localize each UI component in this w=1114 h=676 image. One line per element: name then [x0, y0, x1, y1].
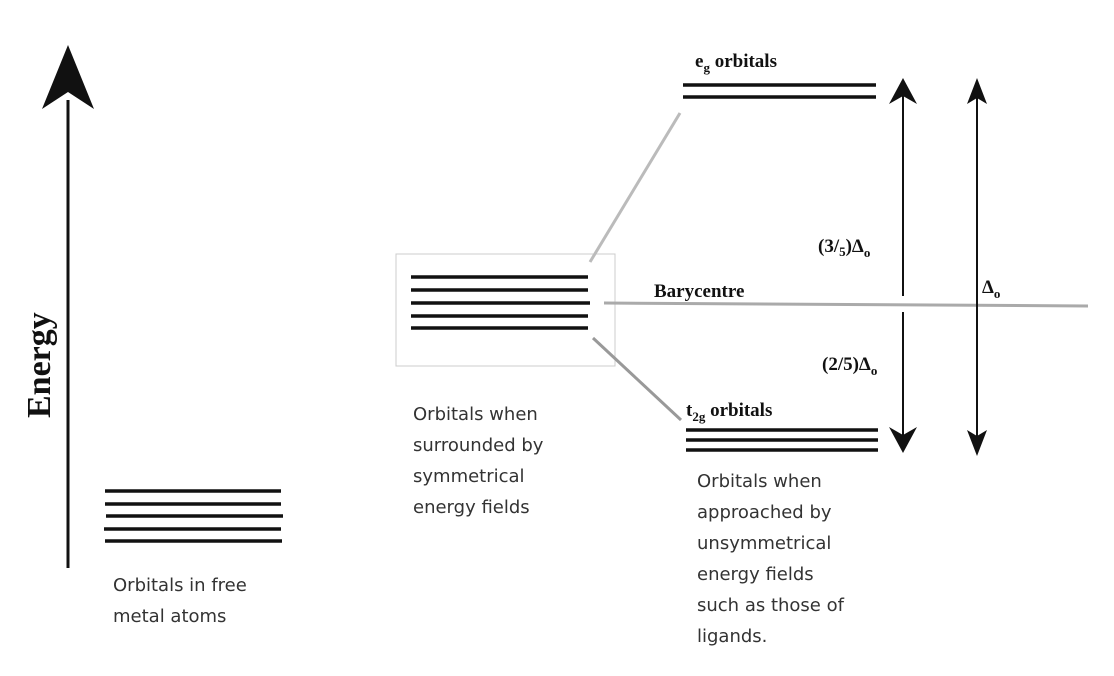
- symmetric-orbitals: [411, 275, 590, 330]
- symmetric-caption: Orbitals when surrounded by symmetrical …: [413, 404, 549, 518]
- total-split-arrow: [967, 78, 987, 456]
- energy-axis-label: Energy: [21, 312, 58, 418]
- upper-split-arrow: [889, 78, 917, 296]
- connector-to-eg: [588, 112, 682, 263]
- free-atom-caption: Orbitals in free metal atoms: [113, 575, 253, 627]
- eg-label: eg orbitals: [695, 51, 777, 75]
- barycentre-label: Barycentre: [654, 281, 744, 302]
- eg-orbitals: [683, 83, 876, 99]
- connector-to-t2g: [591, 336, 683, 422]
- t2g-label: t2g orbitals: [686, 400, 772, 424]
- energy-axis-arrow: [42, 45, 94, 568]
- total-split-label: Δo: [982, 277, 1000, 301]
- free-atom-orbitals: [104, 489, 283, 543]
- lower-split-arrow: [889, 312, 917, 453]
- unsymmetric-caption: Orbitals when approached by unsymmetrica…: [697, 471, 850, 647]
- symmetric-orbitals-box: [395, 253, 616, 367]
- upper-split-label: (3/5)Δo: [818, 236, 870, 260]
- t2g-orbitals: [686, 428, 878, 452]
- barycentre-line: [603, 301, 1089, 308]
- lower-split-label: (2/5)Δo: [822, 354, 877, 378]
